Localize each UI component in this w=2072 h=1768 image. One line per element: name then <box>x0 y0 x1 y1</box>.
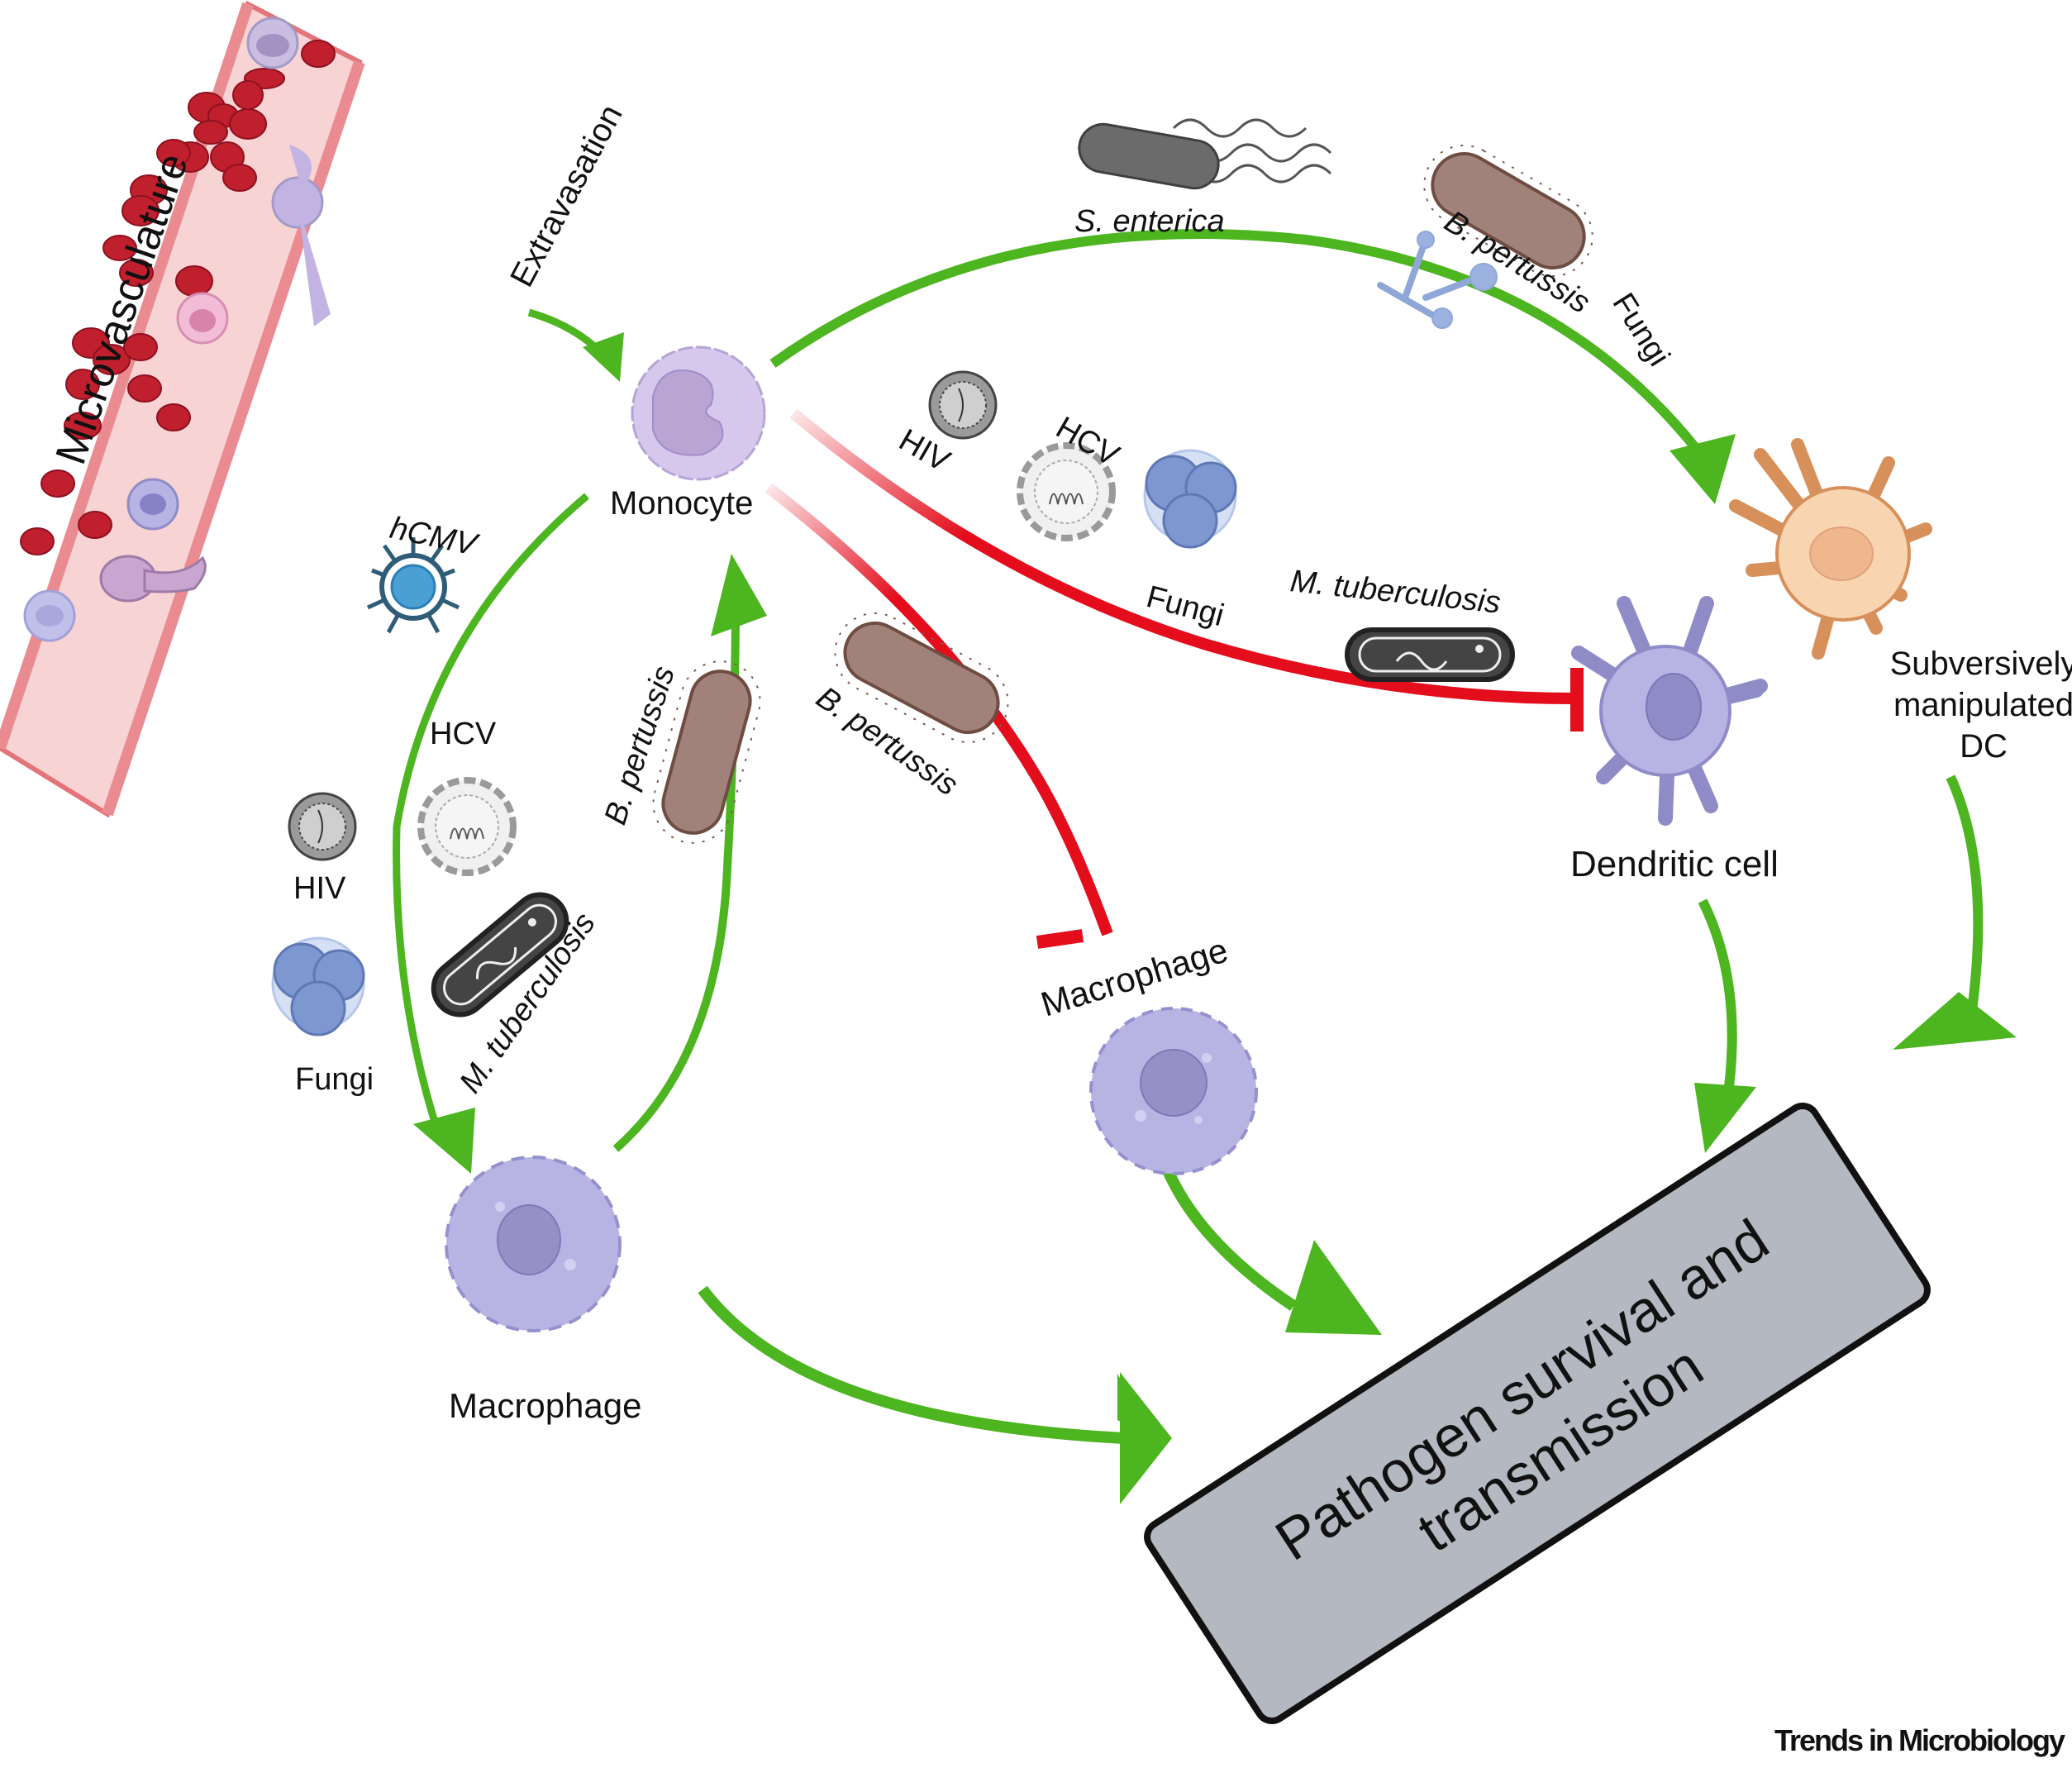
arrowhead-monocyte-to-macrophage-left <box>413 1108 475 1174</box>
macrophage-left-cell-icon <box>445 1156 622 1332</box>
dendritic-cell-icon <box>1571 596 1768 826</box>
arrowhead-extravasation-to-monocyte <box>583 332 624 382</box>
red-blood-cells-icon <box>20 40 336 555</box>
dendritic-cell-label: Dendritic cell <box>1570 844 1779 884</box>
m-tuberculosis-mid-label: M. tuberculosis <box>1288 564 1503 620</box>
extravasating-leukocyte-icon <box>289 145 312 190</box>
hiv-top-icon <box>928 370 998 440</box>
b-pertussis-top-icon <box>1423 145 1593 277</box>
inhibit-monocyte-to-dendritic-cell <box>789 408 1575 704</box>
subversive-dc-label-line2: manipulated <box>1893 687 2072 723</box>
monocyte-cell-icon <box>631 345 766 481</box>
hcv-left-icon <box>417 777 517 876</box>
fungi-top-label: Fungi <box>1605 288 1676 373</box>
arrowhead-monocyte-to-subversive-dc <box>1670 434 1736 504</box>
b-pertussis-center-icon <box>834 612 1009 744</box>
arrowhead-dendritic-cell-to-outcome <box>1694 1083 1756 1153</box>
hiv-left-label: HIV <box>293 871 346 906</box>
inhibit-bar-macrophage <box>1036 929 1084 949</box>
arrow-subversive-dc-to-outcome <box>1946 774 1984 1017</box>
s-enterica-icon <box>1078 118 1332 190</box>
arrowhead-macrophage-center-to-outcome <box>1285 1240 1382 1335</box>
m-tuberculosis-mid-icon <box>1345 627 1515 682</box>
arrows <box>393 229 2017 1504</box>
fungi-mid-icon <box>1143 449 1237 549</box>
hcv-top-icon <box>1017 442 1116 541</box>
arrow-monocyte-to-macrophage-left <box>393 493 589 1134</box>
arrowhead-macrophage-to-monocyte <box>711 554 767 636</box>
outcome-box: Pathogen survival and transmission <box>1144 1103 1931 1724</box>
subversive-dc-label-line3: DC <box>1960 728 2008 765</box>
hiv-left-icon <box>288 792 357 861</box>
subversive-dc-cell-icon <box>1729 438 1932 660</box>
macrophage-center-cell-icon <box>1089 1007 1258 1175</box>
monocyte-label: Monocyte <box>610 485 753 522</box>
arrow-monocyte-to-subversive-dc <box>769 229 1698 450</box>
s-enterica-label: S. enterica <box>1074 204 1225 239</box>
journal-credit: Trends in Microbiology <box>1774 1723 2065 1757</box>
m-tuberculosis-left-icon <box>431 892 569 1017</box>
fungi-left-label: Fungi <box>295 1062 374 1097</box>
hcmv-icon <box>366 537 460 634</box>
microvasculature-vessel <box>0 0 365 818</box>
subversive-dc-label-line1: Subversively <box>1890 646 2072 682</box>
arrowhead-subversive-dc-to-outcome <box>1893 992 2017 1050</box>
macrophage-left-label: Macrophage <box>449 1386 641 1425</box>
hcv-left-label: HCV <box>430 717 497 751</box>
fungi-hyphae-top-icon <box>1377 231 1498 329</box>
arrow-macrophage-left-to-outcome <box>698 1285 1125 1444</box>
b-pertussis-left-icon <box>652 660 761 844</box>
leukocytes-icon <box>23 17 331 642</box>
arrow-dendritic-cell-to-outcome <box>1698 898 1737 1100</box>
extravasation-label: Extravasation <box>503 99 630 293</box>
fungi-left-icon <box>271 936 365 1036</box>
inhibit-monocyte-to-macrophage <box>764 483 1113 936</box>
